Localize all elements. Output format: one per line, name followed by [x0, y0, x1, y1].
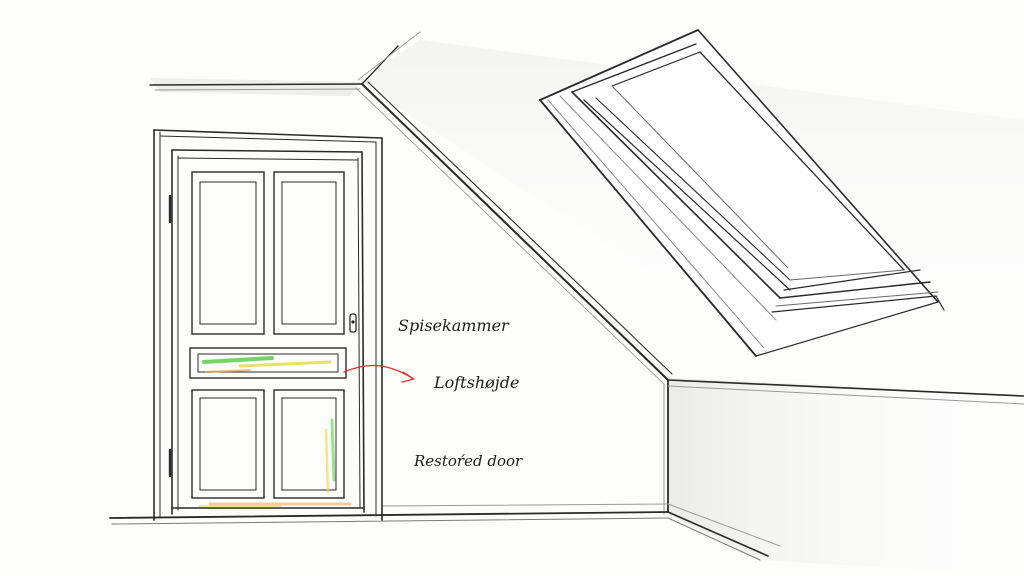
label-loftshojde: Loftshøjde	[434, 373, 520, 392]
door-handle-icon	[349, 313, 357, 333]
arrow-icon	[343, 364, 415, 383]
skylight-window	[539, 29, 945, 357]
room-outline	[109, 31, 1024, 561]
label-spisekammer: Spisekammer	[398, 316, 509, 335]
label-restored-door: Restoŕed door	[414, 452, 523, 470]
restored-door	[153, 129, 383, 521]
restoration-highlights	[199, 356, 352, 507]
